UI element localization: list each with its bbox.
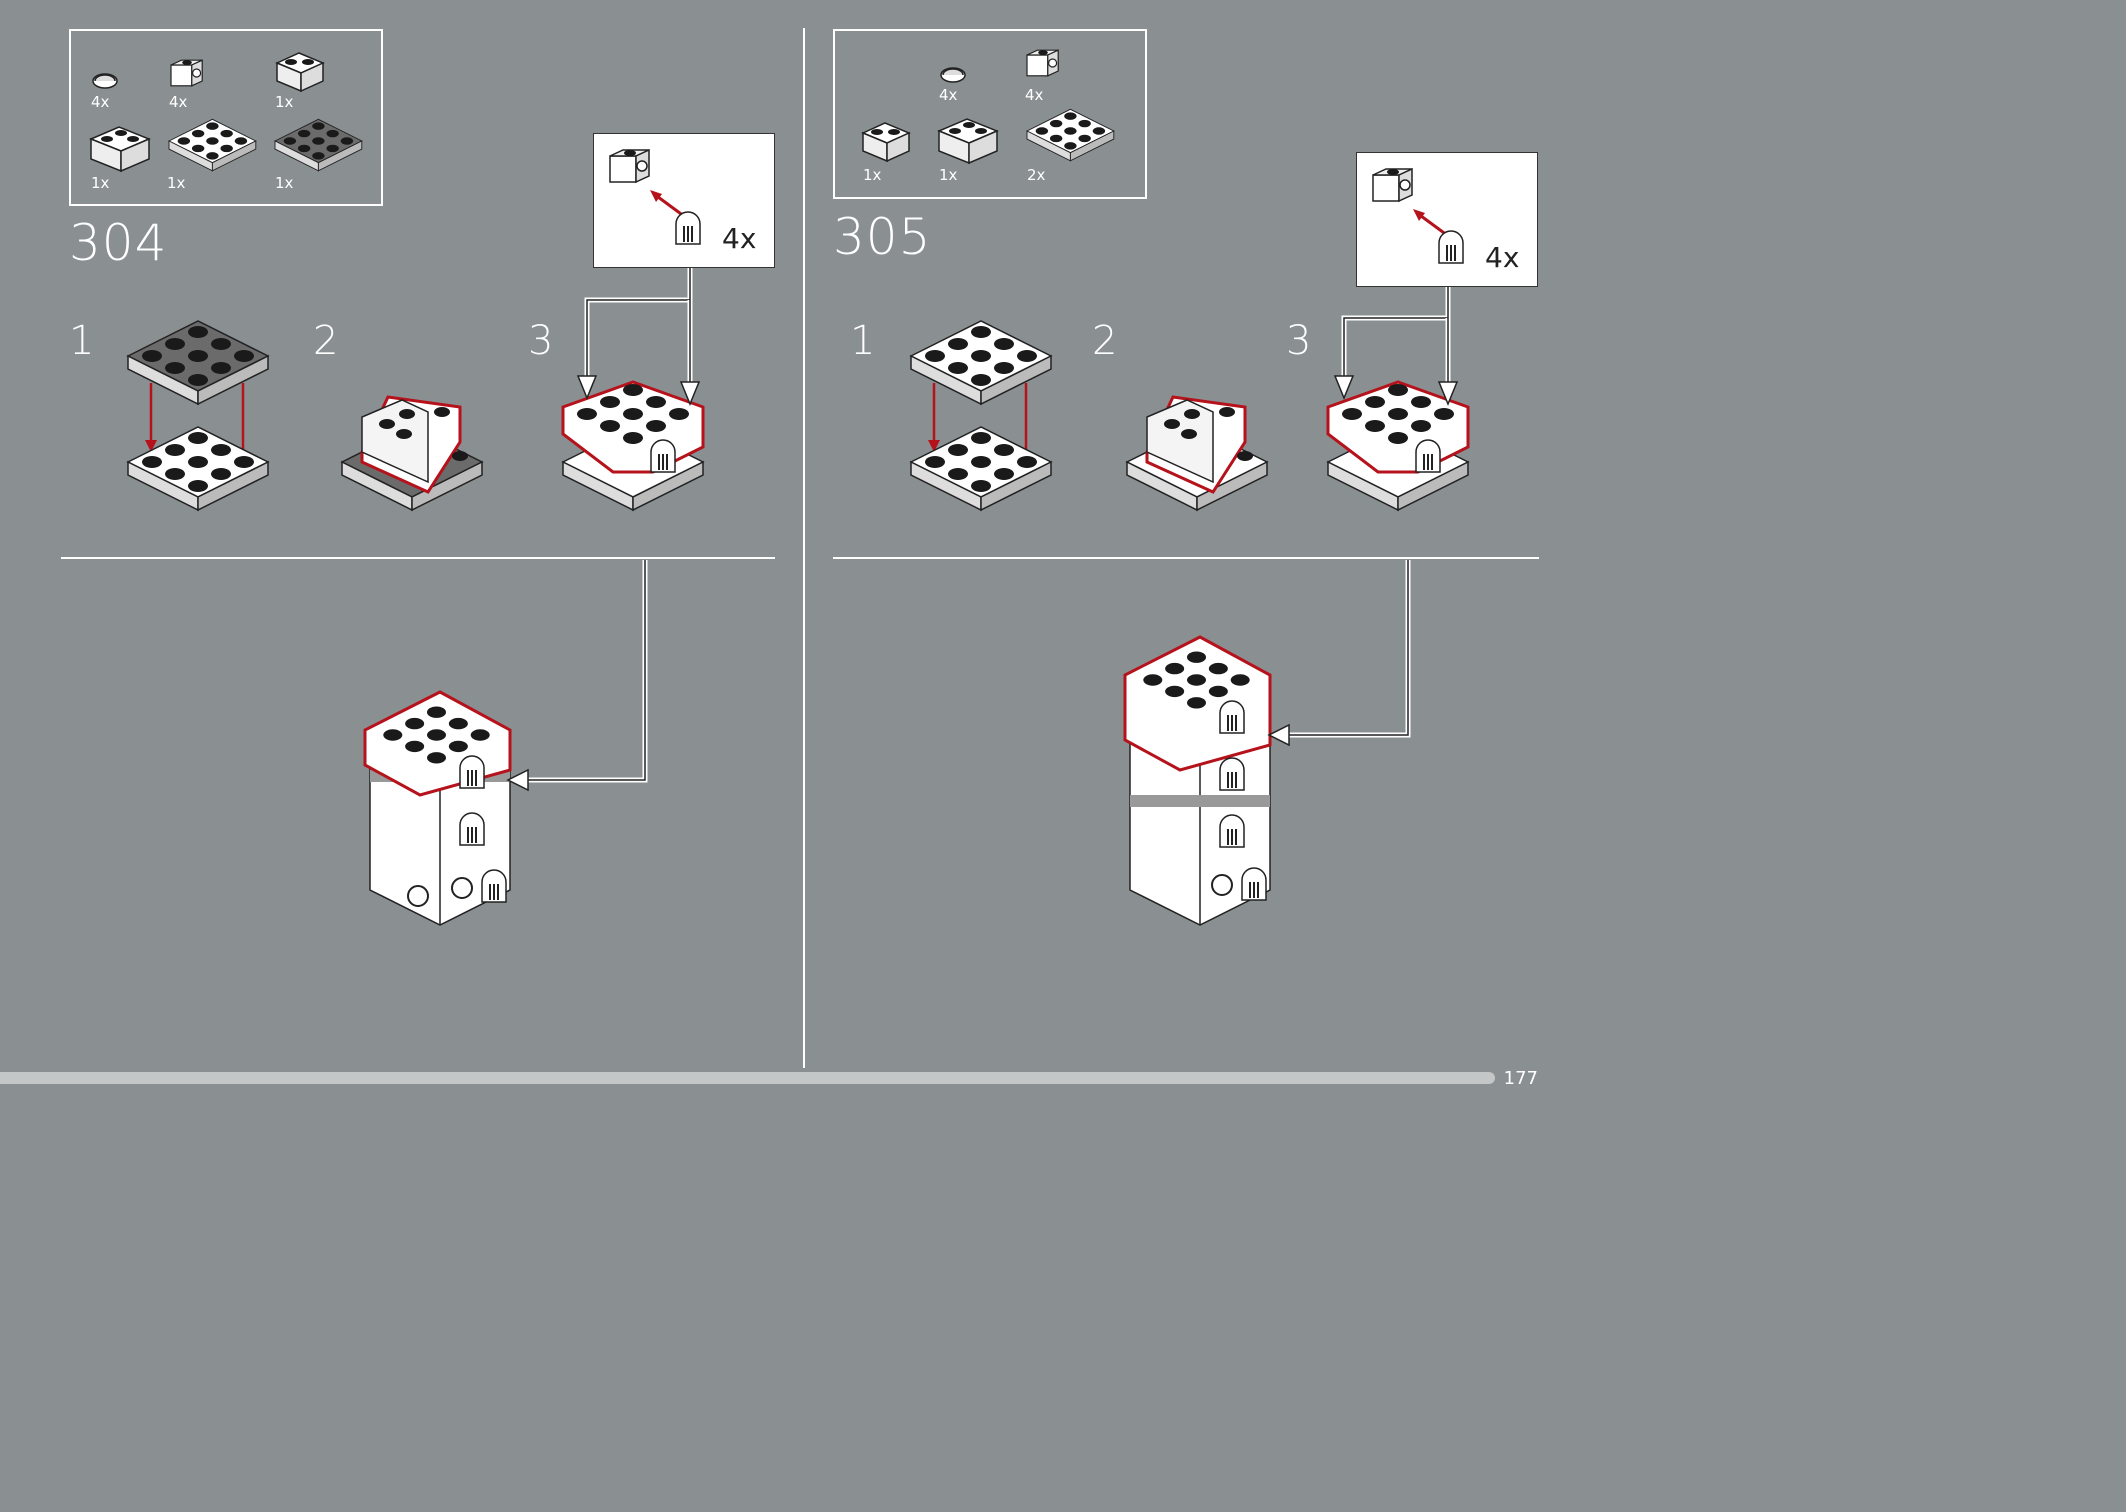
part-qty: 1x [275,93,294,111]
white-plate [127,426,269,511]
step-305: 4x 4x 1x 1x 2x 305 [806,0,1568,1060]
parts-list-box: 4x 4x 1x 1x 2x [833,29,1147,199]
substep-number: 1 [69,318,95,364]
page-divider [803,28,805,1068]
tower-model [1123,635,1272,926]
brick-1x2-part [275,52,325,93]
dark-plate [127,320,269,405]
part-qty: 4x [169,93,188,111]
curved-tile-part [92,73,118,89]
part-qty: 1x [275,174,294,192]
step-number: 304 [69,214,168,272]
substep-number: 2 [313,318,339,364]
part-qty: 1x [863,166,882,184]
substep-3-model [1326,380,1470,511]
white-plate [910,426,1052,511]
callout-qty: 4x [722,222,757,255]
section-divider [833,557,1539,559]
substep-3-model [561,380,705,511]
callout-box: 4x [593,133,775,268]
white-plate [910,320,1052,405]
step-number: 305 [833,208,932,266]
substep-2-model [341,395,483,511]
corner-brick-part [937,118,999,165]
substep-number: 2 [1092,318,1118,364]
substep-2-model [1126,395,1268,511]
part-qty: 4x [91,93,110,111]
substep-number: 3 [1286,318,1312,364]
substep-number: 1 [850,318,876,364]
callout-assembly-illustration [609,149,701,245]
part-qty: 1x [91,174,110,192]
callout-assembly-illustration [1372,168,1464,264]
part-qty: 2x [1027,166,1046,184]
brick-1x2-part [861,122,911,163]
callout-box: 4x [1356,152,1538,287]
step-305-assembly-illustrations [910,287,1470,926]
part-qty: 4x [1025,86,1044,104]
step-304-assembly-illustrations [127,268,705,926]
part-qty: 1x [939,166,958,184]
step-304: 4x 4x 1x 1x 1x [0,0,800,1060]
section-divider [61,557,775,559]
curved-tile-part [940,67,966,83]
page-number: 177 [1503,1068,1538,1089]
progress-bar [0,1072,1495,1084]
part-qty: 4x [939,86,958,104]
part-qty: 1x [167,174,186,192]
parts-list-box: 4x 4x 1x 1x 1x [69,29,383,206]
tower-model [363,690,512,926]
callout-qty: 4x [1485,241,1520,274]
corner-brick-part [89,126,151,173]
substep-number: 3 [528,318,554,364]
